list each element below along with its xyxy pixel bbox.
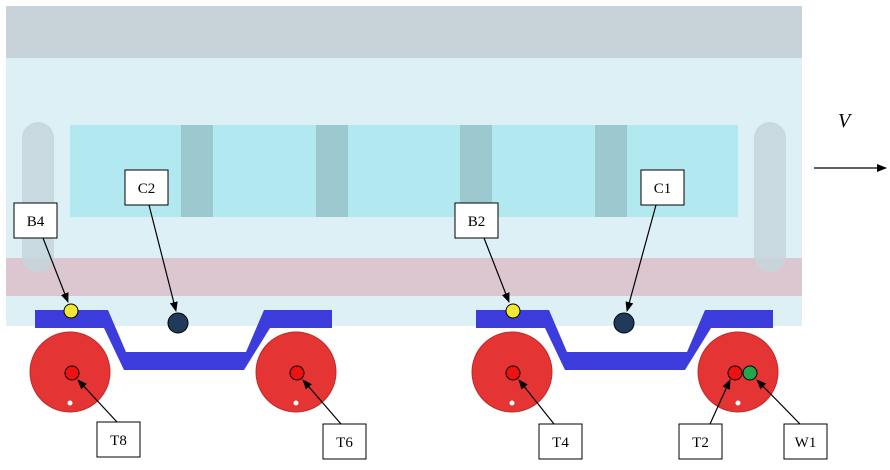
- label-w1: W1: [783, 423, 828, 460]
- sensor-dot-t4: [505, 365, 521, 381]
- leader-t4: [518, 379, 555, 425]
- door-right: [754, 122, 786, 272]
- label-t4: T4: [538, 423, 583, 460]
- window-pillar: [460, 125, 492, 217]
- leader-b4: [42, 237, 69, 303]
- label-t6: T6: [322, 423, 367, 460]
- car-roof: [6, 6, 802, 58]
- sensor-dot-c2: [167, 312, 189, 334]
- label-c1: C1: [640, 169, 685, 206]
- label-b2: B2: [454, 202, 499, 239]
- sensor-dot-t8: [64, 365, 80, 381]
- label-t8: T8: [96, 421, 141, 458]
- label-t6-text: T6: [336, 435, 353, 451]
- leader-b2: [483, 237, 510, 303]
- bogie-frame-left: [35, 310, 332, 370]
- leader-c1: [625, 204, 657, 312]
- leader-t8: [77, 379, 118, 423]
- leader-t2: [709, 379, 731, 425]
- window-pillar: [181, 125, 213, 217]
- window-pillar: [595, 125, 627, 217]
- label-t4-text: T4: [552, 435, 569, 451]
- leader-w1: [756, 379, 801, 425]
- sensor-dot-t2: [727, 365, 743, 381]
- label-t2: T2: [678, 423, 723, 460]
- window-band: [70, 125, 738, 217]
- underframe-band: [6, 258, 802, 296]
- label-w1-text: W1: [795, 435, 817, 451]
- sensor-dot-b2: [505, 303, 521, 319]
- label-b4-text: B4: [27, 214, 45, 230]
- sensor-dot-b4: [63, 303, 79, 319]
- window-pillar: [316, 125, 348, 217]
- door-left: [22, 122, 54, 272]
- label-c1-text: C1: [654, 181, 672, 197]
- label-b2-text: B2: [468, 214, 486, 230]
- sensor-dot-w1: [742, 365, 758, 381]
- bogie-frame-right: [476, 310, 773, 370]
- velocity-label: V: [838, 110, 853, 132]
- label-t2-text: T2: [692, 435, 709, 451]
- leader-t6: [302, 379, 342, 425]
- sensor-dot-t6: [289, 365, 305, 381]
- label-t8-text: T8: [110, 433, 127, 449]
- label-c2: C2: [124, 169, 169, 206]
- leader-c2: [148, 204, 178, 312]
- label-b4: B4: [13, 202, 58, 239]
- sensor-dot-c1: [613, 312, 635, 334]
- label-c2-text: C2: [138, 181, 156, 197]
